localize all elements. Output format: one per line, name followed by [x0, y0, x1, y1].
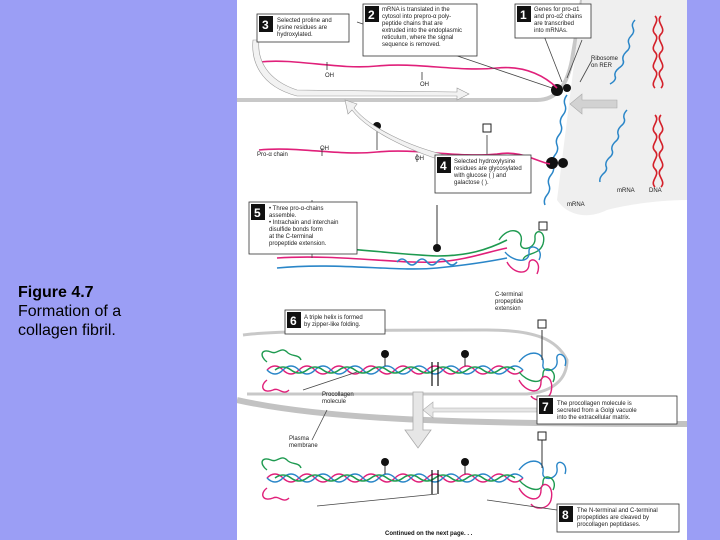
step-3-line-3: hydroxylated. — [277, 32, 313, 38]
ribosomes — [546, 84, 571, 169]
figure-caption: Figure 4.7 Formation of a collagen fibri… — [18, 283, 218, 340]
step-2-number: 2 — [368, 8, 375, 22]
step-4-line-3: with glucose ( ) and — [453, 173, 506, 179]
galactose-marker — [482, 123, 492, 133]
step-5-line-3: • Intrachain and interchain — [269, 220, 338, 226]
step3-callout-arrow — [252, 39, 470, 101]
oh-label-3: OH — [320, 146, 329, 152]
collagen-diagram: 1 Genes for pro-α1 and pro-α2 chains are… — [237, 0, 687, 540]
step-6-number: 6 — [290, 314, 297, 328]
caption-label: Figure 4.7 — [18, 284, 94, 301]
step-6-line-2: by zipper-like folding. — [304, 322, 361, 328]
step-2-line-1: mRNA is translated in the — [382, 7, 450, 13]
step-7-line-2: secreted from a Golgi vacuole — [557, 408, 637, 414]
plasma-label-2: membrane — [289, 443, 318, 449]
step-5-box: 5 • Three pro-α-chains assemble. • Intra… — [248, 201, 358, 255]
arrow-to-ribosome — [569, 93, 618, 115]
plasma-label-1: Plasma — [289, 436, 310, 442]
step-2-line-2: cytosol into prepro-α poly- — [382, 14, 451, 20]
oh-label-4: OH — [415, 156, 424, 162]
step-7-line-1: The procollagen molecule is — [557, 401, 632, 407]
step-8-box: 8 The N-terminal and C-terminal propepti… — [556, 503, 680, 533]
step-1-box: 1 Genes for pro-α1 and pro-α2 chains are… — [514, 3, 592, 39]
ribosome-label-2: on RER — [591, 63, 613, 69]
step-4-number: 4 — [440, 159, 447, 173]
step-6-box: 6 A triple helix is formed by zipper-lik… — [284, 309, 386, 335]
step-4-line-1: Selected hydroxylysine — [454, 159, 516, 165]
step-5-line-6: propeptide extension. — [269, 241, 327, 247]
triple-helix-row-1 — [266, 365, 524, 375]
step-1-line-2: and pro-α2 chains — [534, 14, 582, 20]
hydroxyl-markers — [321, 62, 488, 162]
step-4-line-2: residues are glycosylated — [454, 166, 522, 172]
step-2-line-4: extruded into the endoplasmic — [382, 28, 462, 34]
secretion-arrow — [404, 391, 432, 449]
c-terminal-label-1: C-terminal — [495, 292, 523, 298]
mrna-label-2: mRNA — [567, 202, 585, 208]
step-8-line-2: propeptides are cleaved by — [577, 515, 649, 521]
step-6-line-1: A triple helix is formed — [304, 315, 363, 321]
step-1-line-3: are transcribed — [534, 21, 574, 27]
step-3-box: 3 Selected proline and lysine residues a… — [256, 13, 350, 43]
mrna-strands — [543, 19, 636, 206]
step-3-line-1: Selected proline and — [277, 18, 332, 24]
step-8-line-1: The N-terminal and C-terminal — [577, 508, 658, 514]
step-3-number: 3 — [262, 18, 269, 32]
step-7-box: 7 The procollagen molecule is secreted f… — [536, 395, 678, 425]
triple-helix-row-2 — [266, 473, 524, 483]
step-5-line-5: at the C-terminal — [269, 234, 313, 240]
diagram-canvas: 1 Genes for pro-α1 and pro-α2 chains are… — [237, 0, 687, 537]
caption-text-line2: collagen fibril. — [18, 322, 116, 339]
step-7-line-3: into the extracellular matrix. — [557, 415, 631, 421]
caption-text-line1: Formation of a — [18, 303, 122, 320]
procollagen-label-2: molecule — [322, 399, 347, 405]
step-5-number: 5 — [254, 206, 261, 220]
dna-strand — [652, 15, 664, 188]
c-terminal-label-3: extension — [495, 306, 521, 312]
step-8-number: 8 — [562, 508, 569, 522]
step-2-line-3: peptide chains that are — [382, 21, 443, 27]
step-4-line-4: galactose ( ). — [454, 180, 489, 186]
n-terminal-globules — [261, 349, 302, 501]
step-1-number: 1 — [520, 8, 527, 22]
mrna-label-1: mRNA — [617, 188, 635, 194]
step-1-line-4: into mRNAs. — [534, 28, 568, 34]
c-terminal-globules-1 — [498, 230, 545, 275]
helix-markers — [381, 319, 547, 494]
oh-label-2: OH — [420, 82, 429, 88]
oh-label-1: OH — [325, 73, 334, 79]
glucose-marker-2 — [433, 244, 441, 252]
step-2-line-5: reticulum, where the signal — [382, 35, 453, 41]
step-7-number: 7 — [542, 400, 549, 414]
pro-chain-label: Pro-α chain — [257, 152, 288, 158]
dna-label: DNA — [649, 188, 662, 194]
ribosome-label-1: Ribosome — [591, 56, 619, 62]
step-4-box: 4 Selected hydroxylysine residues are gl… — [434, 154, 532, 194]
procollagen-label-1: Procollagen — [322, 392, 354, 398]
c-terminal-label-2: propeptide — [495, 299, 524, 305]
step-5-line-4: disulfide bonds form — [269, 227, 323, 233]
step-3-line-2: lysine residues are — [277, 25, 328, 31]
arrow-step7 — [422, 401, 538, 419]
step-8-line-3: procollagen peptidases. — [577, 522, 641, 528]
step-1-line-1: Genes for pro-α1 — [534, 7, 580, 13]
galactose-marker-2 — [538, 221, 548, 231]
continued-label: Continued on the next page. . . — [385, 531, 473, 537]
step-2-box: 2 mRNA is translated in the cytosol into… — [362, 3, 478, 57]
step-2-line-6: sequence is removed. — [382, 42, 441, 48]
step-5-line-2: assemble. — [269, 213, 297, 219]
step-5-line-1: • Three pro-α-chains — [269, 206, 323, 212]
